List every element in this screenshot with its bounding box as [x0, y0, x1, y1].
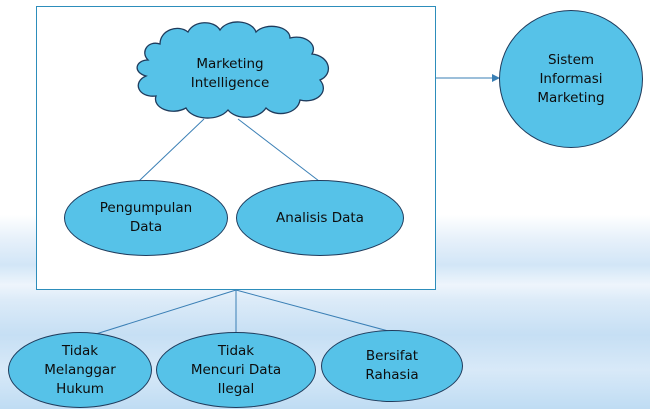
- connector-cloud-to-pengumpulan: [138, 118, 205, 182]
- analisis-data-node: Analisis Data: [236, 180, 404, 256]
- tidak-mencuri-data-ilegal-label: Tidak Mencuri Data Ilegal: [190, 342, 282, 397]
- connector-cloud-to-analisis: [237, 118, 320, 182]
- tidak-melanggar-hukum-label: Tidak Melanggar Hukum: [44, 342, 116, 397]
- analisis-data-label: Analisis Data: [276, 209, 364, 226]
- sistem-informasi-marketing-label: Sistem Informasi Marketing: [537, 51, 605, 106]
- arrowhead: [492, 74, 500, 82]
- bersifat-rahasia-label: Bersifat Rahasia: [365, 348, 419, 383]
- connector-frame-to-melanggar: [79, 289, 237, 340]
- tidak-mencuri-data-ilegal-node: Tidak Mencuri Data Ilegal: [156, 332, 316, 408]
- pengumpulan-data-label: Pengumpulan Data: [99, 200, 193, 235]
- marketing-intelligence-node: Marketing Intelligence: [150, 44, 310, 104]
- bersifat-rahasia-node: Bersifat Rahasia: [321, 330, 463, 402]
- sistem-informasi-marketing-node: Sistem Informasi Marketing: [499, 10, 643, 148]
- connector-frame-to-rahasia: [235, 289, 393, 333]
- pengumpulan-data-node: Pengumpulan Data: [64, 180, 228, 256]
- tidak-melanggar-hukum-node: Tidak Melanggar Hukum: [8, 332, 152, 408]
- cloud-shape: [136, 21, 330, 119]
- marketing-intelligence-label: Marketing Intelligence: [190, 56, 270, 91]
